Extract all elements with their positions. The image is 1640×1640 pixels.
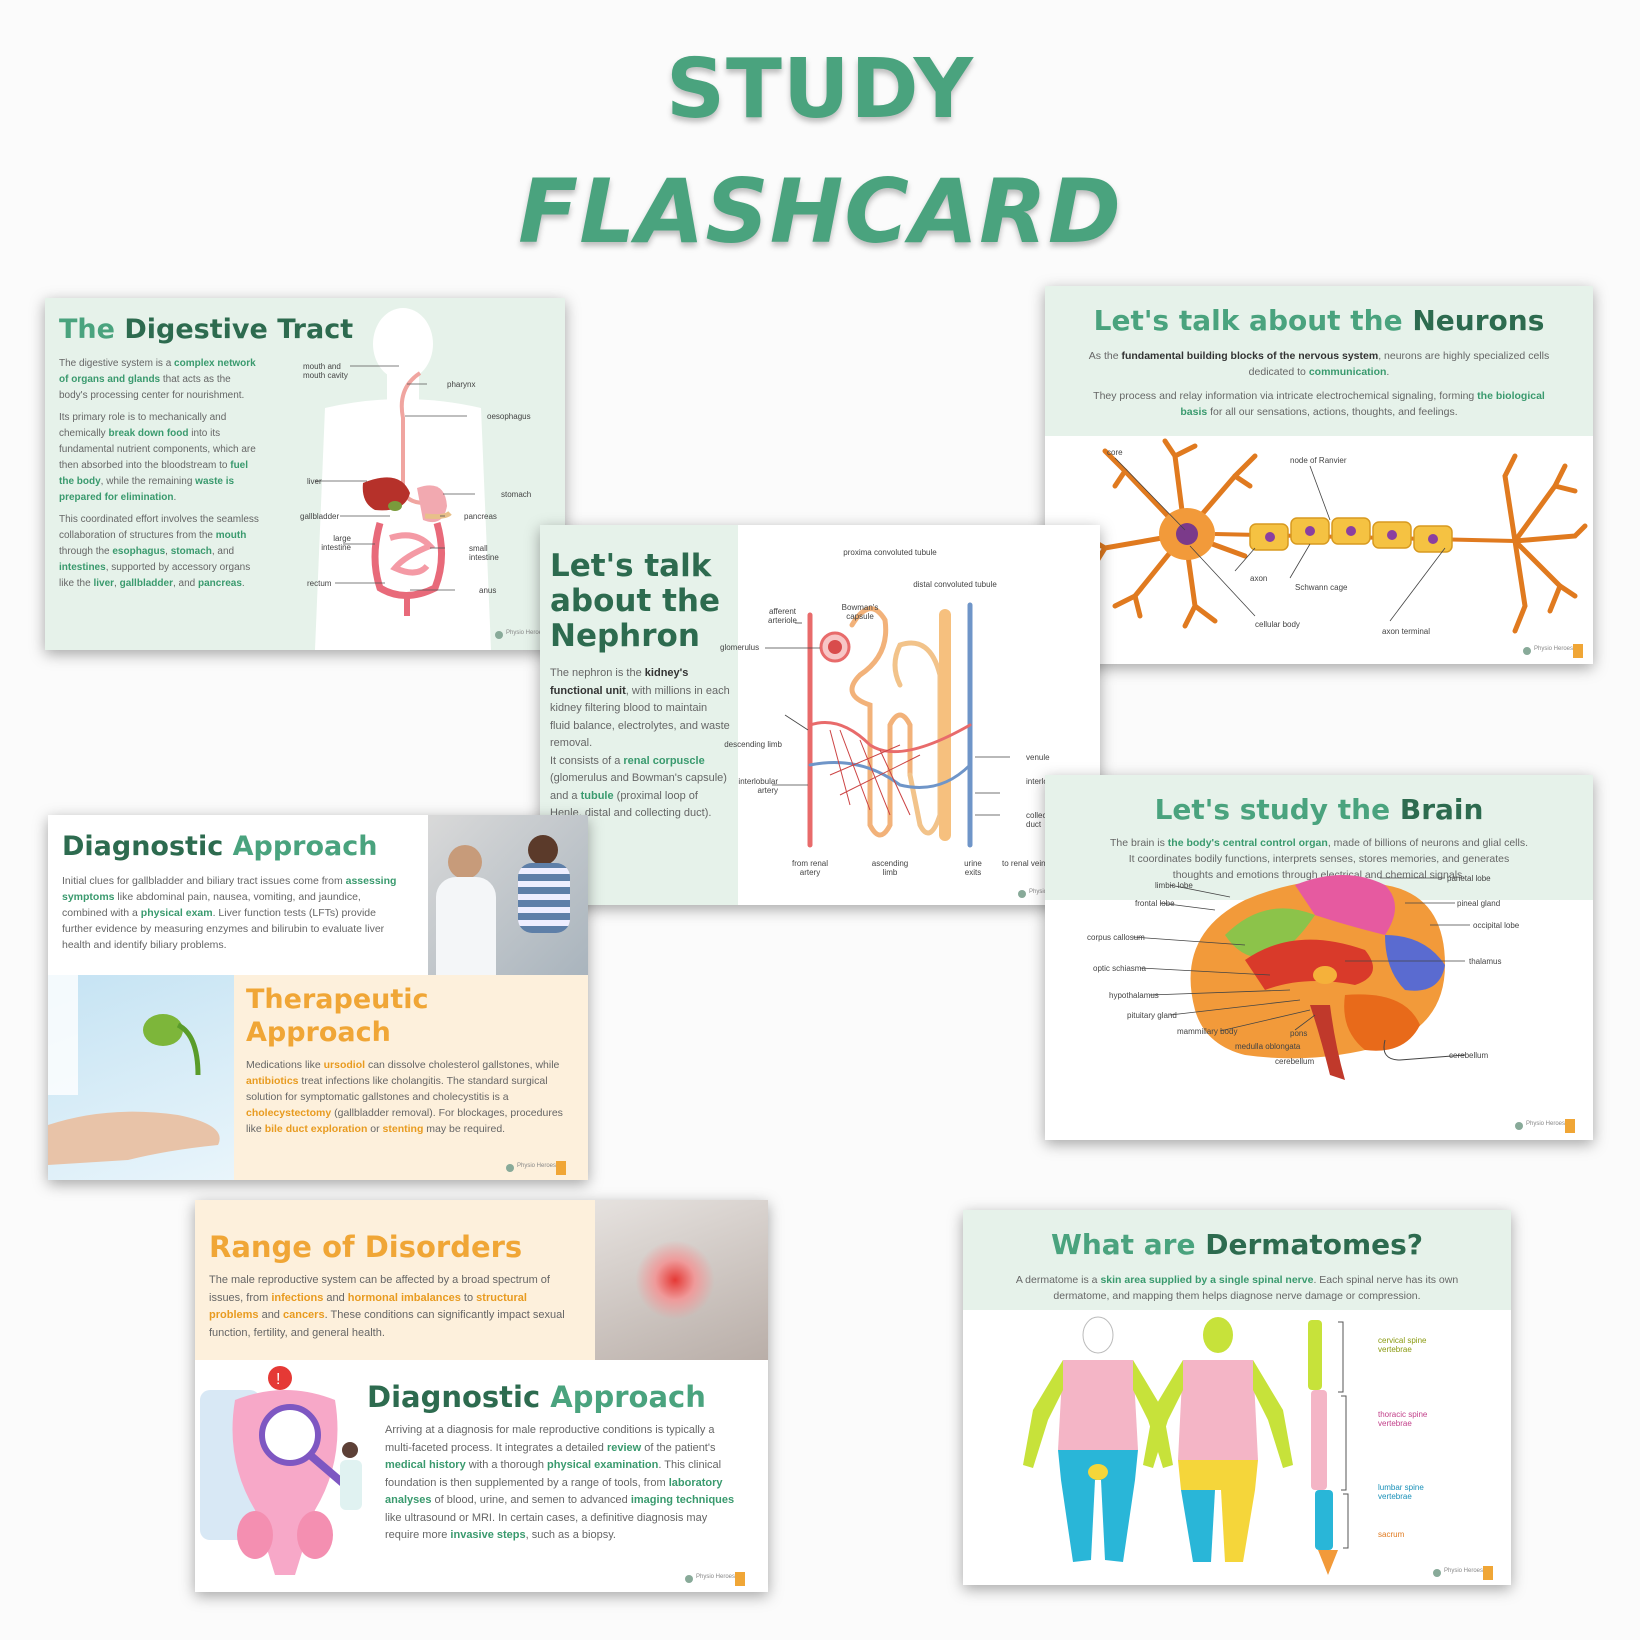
card-logo: Physio Heroes [1515, 1119, 1575, 1133]
label-corpus-callosum: corpus callosum [1087, 933, 1145, 942]
label-lumbar-spine: lumbar spine vertebrae [1378, 1483, 1424, 1501]
label-urine-exits: urine exits [964, 859, 982, 877]
label-liver: liver [307, 477, 322, 486]
neurons-text: As the fundamental building blocks of th… [1088, 350, 1550, 418]
label-parietal-lobe: parietal lobe [1447, 874, 1491, 883]
label-sacrum: sacrum [1378, 1530, 1405, 1539]
abdominal-pain-photo [595, 1200, 768, 1360]
label-limbic-lobe: limbic lobe [1155, 881, 1193, 890]
digestive-title: The Digestive Tract [59, 314, 354, 345]
label-mouth: mouth and mouth cavity [303, 362, 348, 380]
nephron-text: The nephron is the kidney's functional u… [550, 667, 730, 819]
diagnostic2-title: Diagnostic Approach [367, 1380, 706, 1414]
label-pons: pons [1290, 1029, 1308, 1038]
therapeutic-title: Therapeutic Approach [246, 984, 429, 1048]
nephron-title: Let's talk about the Nephron [550, 548, 721, 654]
label-pineal-gland: pineal gland [1457, 899, 1501, 908]
card-neurons: Let's talk about the Neurons As the fund… [1045, 286, 1593, 664]
label-occipital-lobe: occipital lobe [1473, 921, 1520, 930]
card-brain: Let's study the Brain The brain is the b… [1045, 775, 1593, 1140]
neuron-illustration [1082, 438, 1588, 634]
label-thalamus: thalamus [1469, 957, 1502, 966]
label-interlobular-artery: interlobular artery [738, 777, 778, 795]
label-cellular-body: cellular body [1255, 620, 1300, 629]
label-frontal-lobe: frontal lobe [1135, 899, 1175, 908]
label-oesophagus: oesophagus [487, 412, 531, 421]
label-axon: axon [1250, 574, 1268, 583]
label-proximal-convoluted-tubule: proxima convoluted tubule [843, 548, 937, 557]
label-cerebellum-bottom: cerebellum [1275, 1057, 1315, 1066]
label-rectum: rectum [307, 579, 332, 588]
card-logo: Physio Heroes [1433, 1566, 1493, 1580]
label-stomach: stomach [501, 490, 532, 499]
card-logo: Physio Heroes [1523, 644, 1583, 658]
brain-text: The brain is the body's central control … [1110, 837, 1529, 881]
label-pancreas: pancreas [464, 512, 497, 521]
label-descending-limb: descending limb [724, 740, 782, 749]
dermatomes-text: A dermatome is a skin area supplied by a… [1015, 1274, 1459, 1302]
label-cervical-spine: cervical spine vertebrae [1378, 1336, 1427, 1354]
label-anus: anus [479, 586, 497, 595]
label-to-renal-vein: to renal vein [1002, 859, 1046, 868]
disorders-text: The male reproductive system can be affe… [209, 1274, 565, 1339]
therapeutic-panel [234, 975, 588, 1180]
neurons-title: Let's talk about the Neurons [1093, 304, 1545, 337]
label-axon-terminal: axon terminal [1382, 627, 1431, 636]
disorders-title: Range of Disorders [209, 1230, 523, 1264]
label-venule: venule [1026, 753, 1050, 762]
neurons-header [1045, 286, 1593, 436]
card-nephron: Let's talk about the Nephron The nephron… [540, 525, 1100, 905]
svg-text:!: ! [276, 1371, 280, 1388]
card-reproductive: Range of Disorders The male reproductive… [195, 1200, 768, 1592]
label-ascending-limb: ascending limb [871, 859, 909, 877]
nephron-illustration [765, 602, 1010, 848]
label-pharynx: pharynx [447, 380, 476, 389]
label-small-intestine: small intestine [469, 544, 499, 562]
label-glomerulus: glomerulus [720, 643, 760, 652]
title-line-1: STUDY [665, 42, 975, 137]
dermatome-body-illustration [1023, 1316, 1349, 1575]
label-mammillary-body: mammillary body [1177, 1027, 1238, 1036]
card-logo: Physio Heroes [685, 1572, 745, 1586]
card-gallbladder-approach: Diagnostic Approach Initial clues for ga… [48, 815, 588, 1180]
label-pituitary-gland: pituitary gland [1127, 1011, 1177, 1020]
label-node-of-ranvier: node of Ranvier [1290, 456, 1347, 465]
label-gallbladder: gallbladder [300, 512, 340, 521]
label-bowmans-capsule: Bowman's capsule [841, 603, 879, 621]
label-afferent-arteriole: afferent arteriole [768, 607, 797, 625]
diagnostic2-text: Arriving at a diagnosis for male reprodu… [385, 1424, 735, 1541]
label-thoracic-spine: thoracic spine vertebrae [1378, 1410, 1428, 1428]
label-schwann-cage: Schwann cage [1295, 583, 1348, 592]
digestive-text: The digestive system is a complex networ… [59, 358, 259, 589]
title-line-2: FLASHCARD [518, 160, 1122, 263]
label-collecting-duct: collecting duct [1026, 811, 1060, 829]
hand-gallbladder-illustration [48, 975, 234, 1180]
card-digestive-tract: The Digestive Tract The digestive system… [45, 298, 565, 650]
label-large-intestine: large intestine [321, 534, 351, 552]
diagnostic1-title: Diagnostic Approach [62, 831, 378, 862]
dermatomes-header [963, 1210, 1511, 1310]
diagnostic1-text: Initial clues for gallbladder and biliar… [62, 875, 397, 951]
human-silhouette-illustration [315, 308, 491, 650]
label-hypothalamus: hypothalamus [1109, 991, 1159, 1000]
label-distal-convoluted-tubule: distal convoluted tubule [913, 580, 997, 589]
disorders-panel [195, 1200, 595, 1360]
reproductive-diagnosis-illustration: ! [200, 1366, 362, 1575]
card-logo: Physio Heroes [506, 1161, 566, 1175]
label-from-renal-artery: from renal artery [791, 859, 828, 877]
brain-title: Let's study the Brain [1154, 793, 1484, 826]
label-core: core [1107, 448, 1123, 457]
dermatomes-title: What are Dermatomes? [1050, 1228, 1424, 1261]
therapeutic-text: Medications like ursodiol can dissolve c… [246, 1059, 563, 1135]
doctor-patient-photo [428, 815, 588, 975]
label-optic-schiasma: optic schiasma [1093, 964, 1146, 973]
label-cerebellum-right: cerebellum [1449, 1051, 1489, 1060]
brain-illustration [1132, 875, 1470, 1080]
card-dermatomes: What are Dermatomes? A dermatome is a sk… [963, 1210, 1511, 1585]
label-medulla-oblongata: medulla oblongata [1235, 1042, 1301, 1051]
